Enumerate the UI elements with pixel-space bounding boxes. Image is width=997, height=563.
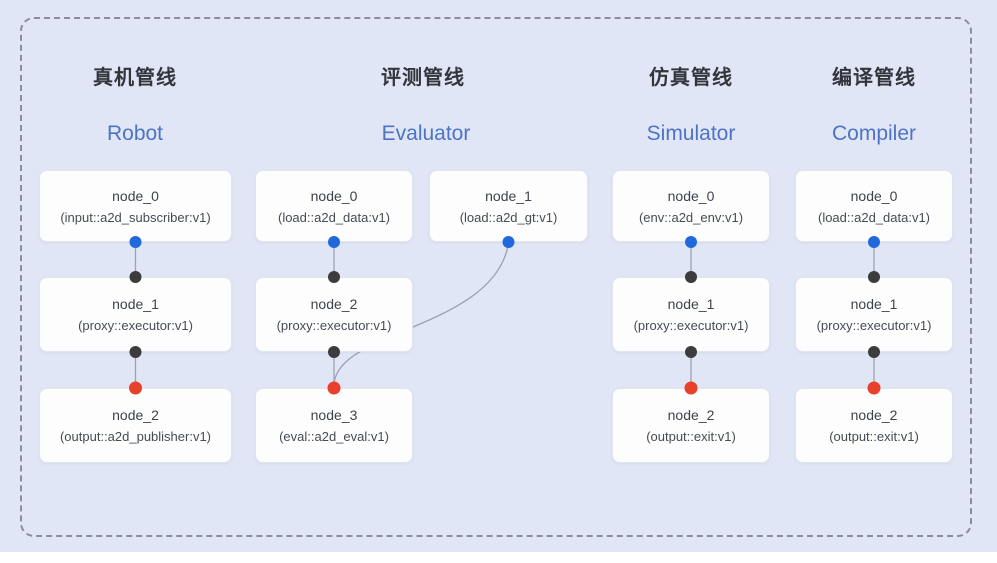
node-type: (env::a2d_env:v1) <box>638 209 744 225</box>
pipeline-title-zh-robot: 真机管线 <box>93 67 177 89</box>
pipeline-title-en-compiler: Compiler <box>831 122 917 145</box>
pipeline-title-en-evaluator: Evaluator <box>381 122 471 145</box>
pipeline-title-en-robot: Robot <box>106 122 164 145</box>
node-card-evaluator-node3: node_3 (eval::a2d_eval:v1) <box>255 388 413 463</box>
node-type: (proxy::executor:v1) <box>633 318 749 333</box>
pipeline-title-zh-simulator: 仿真管线 <box>649 67 733 89</box>
node-name: node_0 <box>310 187 358 204</box>
node-card-evaluator-node2: node_2 (proxy::executor:v1) <box>255 277 413 352</box>
pipeline-group-frame <box>20 17 972 537</box>
node-card-simulator-node2: node_2 (output::exit:v1) <box>612 388 770 463</box>
node-type: (proxy::executor:v1) <box>276 318 392 333</box>
node-type: (output::exit:v1) <box>646 429 736 444</box>
node-name: node_3 <box>310 407 358 423</box>
pipeline-title-zh-compiler: 编译管线 <box>832 67 916 89</box>
node-name: node_1 <box>112 296 159 312</box>
node-type: (eval::a2d_eval:v1) <box>279 429 389 444</box>
node-type: (output::exit:v1) <box>829 429 919 444</box>
node-name: node_2 <box>112 407 159 423</box>
node-name: node_2 <box>850 407 898 423</box>
node-card-simulator-node0: node_0 (env::a2d_env:v1) <box>612 170 770 242</box>
node-type: (load::a2d_gt:v1) <box>459 209 558 225</box>
node-card-robot-node0: node_0 (input::a2d_subscriber:v1) <box>39 170 232 242</box>
node-type: (input::a2d_subscriber:v1) <box>60 209 211 225</box>
node-card-robot-node2: node_2 (output::a2d_publisher:v1) <box>39 388 232 463</box>
node-name: node_1 <box>485 187 532 204</box>
node-name: node_2 <box>310 296 358 312</box>
node-card-compiler-node1: node_1 (proxy::executor:v1) <box>795 277 953 352</box>
node-type: (load::a2d_data:v1) <box>817 209 931 225</box>
node-type: (load::a2d_data:v1) <box>277 209 391 225</box>
node-name: node_0 <box>112 187 159 204</box>
node-card-robot-node1: node_1 (proxy::executor:v1) <box>39 277 232 352</box>
pipeline-title-en-simulator: Simulator <box>646 122 736 145</box>
node-type: (proxy::executor:v1) <box>78 318 193 333</box>
node-name: node_0 <box>850 187 898 204</box>
node-name: node_1 <box>667 296 715 312</box>
node-type: (proxy::executor:v1) <box>816 318 932 333</box>
node-name: node_2 <box>667 407 715 423</box>
node-card-compiler-node0: node_0 (load::a2d_data:v1) <box>795 170 953 242</box>
node-name: node_0 <box>667 187 715 204</box>
node-card-evaluator-node1: node_1 (load::a2d_gt:v1) <box>429 170 588 242</box>
pipeline-title-zh-evaluator: 评测管线 <box>381 67 465 89</box>
node-card-simulator-node1: node_1 (proxy::executor:v1) <box>612 277 770 352</box>
node-name: node_1 <box>850 296 898 312</box>
node-card-evaluator-node0: node_0 (load::a2d_data:v1) <box>255 170 413 242</box>
node-type: (output::a2d_publisher:v1) <box>59 429 212 444</box>
node-card-compiler-node2: node_2 (output::exit:v1) <box>795 388 953 463</box>
